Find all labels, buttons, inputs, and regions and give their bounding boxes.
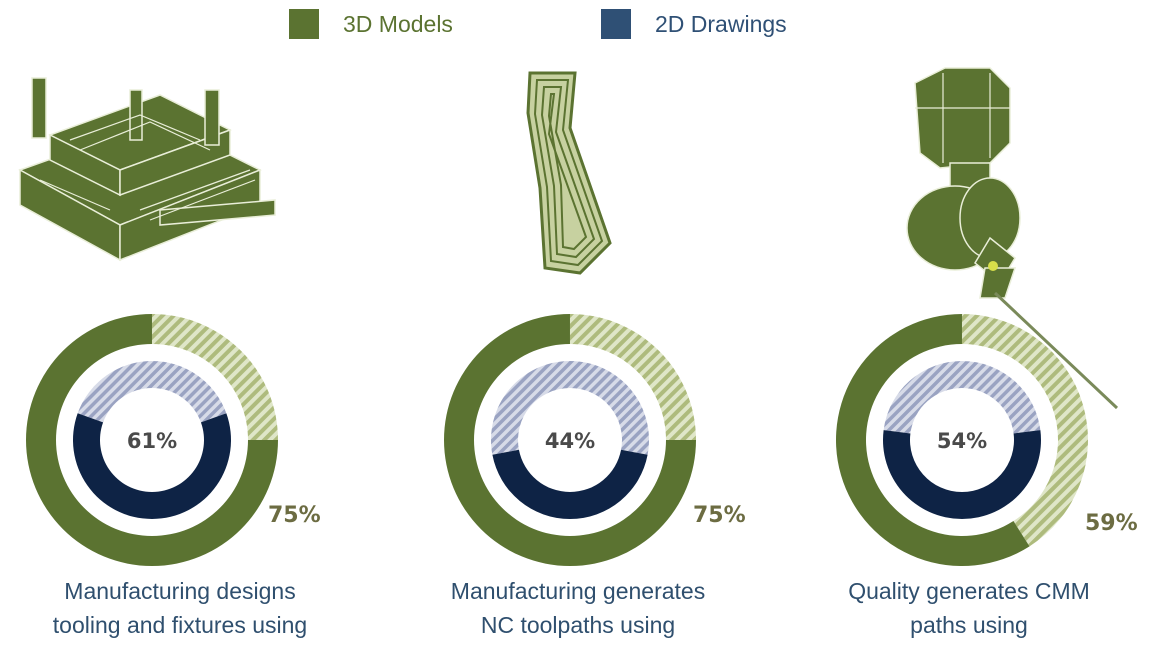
- outer-remainder-slice: [570, 314, 696, 440]
- outer-remainder-slice: [962, 314, 1089, 547]
- donut-charts: 61% 75% 44% 75% 54% 59%: [26, 314, 1138, 566]
- legend-item-2d-drawings: 2D Drawings: [601, 8, 787, 40]
- inner-pct-label: 61%: [127, 429, 177, 453]
- caption-line: paths using: [910, 612, 1028, 638]
- outer-remainder-slice: [152, 314, 278, 440]
- inner-remainder-slice: [883, 360, 1041, 434]
- nc-toolpath-icon: [526, 71, 612, 275]
- inner-2d-drawings-slice: [73, 413, 232, 519]
- inner-2d-drawings-slice: [883, 430, 1041, 519]
- legend-swatch-3d-models: [289, 9, 319, 39]
- caption-line: NC toolpaths using: [480, 612, 676, 638]
- donut-chart-2: 44% 75%: [444, 314, 746, 566]
- inner-2d-drawings-slice: [492, 449, 648, 520]
- donut-chart-1: 61% 75%: [26, 314, 321, 566]
- legend-swatch-2d-drawings: [601, 9, 631, 39]
- inner-pct-label: 44%: [545, 429, 595, 453]
- caption-line: tooling and fixtures using: [52, 612, 308, 638]
- caption-line: Manufacturing designs: [64, 578, 296, 604]
- caption-chart-3: Quality generates CMM paths using: [789, 574, 1149, 642]
- inner-pct-label: 54%: [937, 429, 987, 453]
- caption-line: Manufacturing generates: [450, 578, 706, 604]
- caption-line: Quality generates CMM: [848, 578, 1090, 604]
- outer-pct-label: 59%: [1085, 511, 1138, 536]
- legend-item-3d-models: 3D Models: [289, 8, 453, 40]
- outer-3d-models-slice: [836, 314, 1030, 566]
- outer-pct-label: 75%: [693, 503, 746, 528]
- inner-remainder-slice: [77, 361, 227, 423]
- caption-chart-2: Manufacturing generates NC toolpaths usi…: [398, 574, 758, 642]
- tooling-fixture-icon: [18, 77, 276, 262]
- legend-label-2d-drawings: 2D Drawings: [655, 10, 787, 37]
- inner-remainder-slice: [491, 361, 649, 455]
- cmm-probe-icon: [906, 67, 1119, 410]
- legend-label-3d-models: 3D Models: [343, 10, 453, 37]
- caption-chart-1: Manufacturing designs tooling and fixtur…: [0, 574, 360, 642]
- donut-chart-3: 54% 59%: [836, 314, 1138, 566]
- outer-pct-label: 75%: [268, 503, 321, 528]
- legend: 3D Models 2D Drawings: [0, 8, 1122, 40]
